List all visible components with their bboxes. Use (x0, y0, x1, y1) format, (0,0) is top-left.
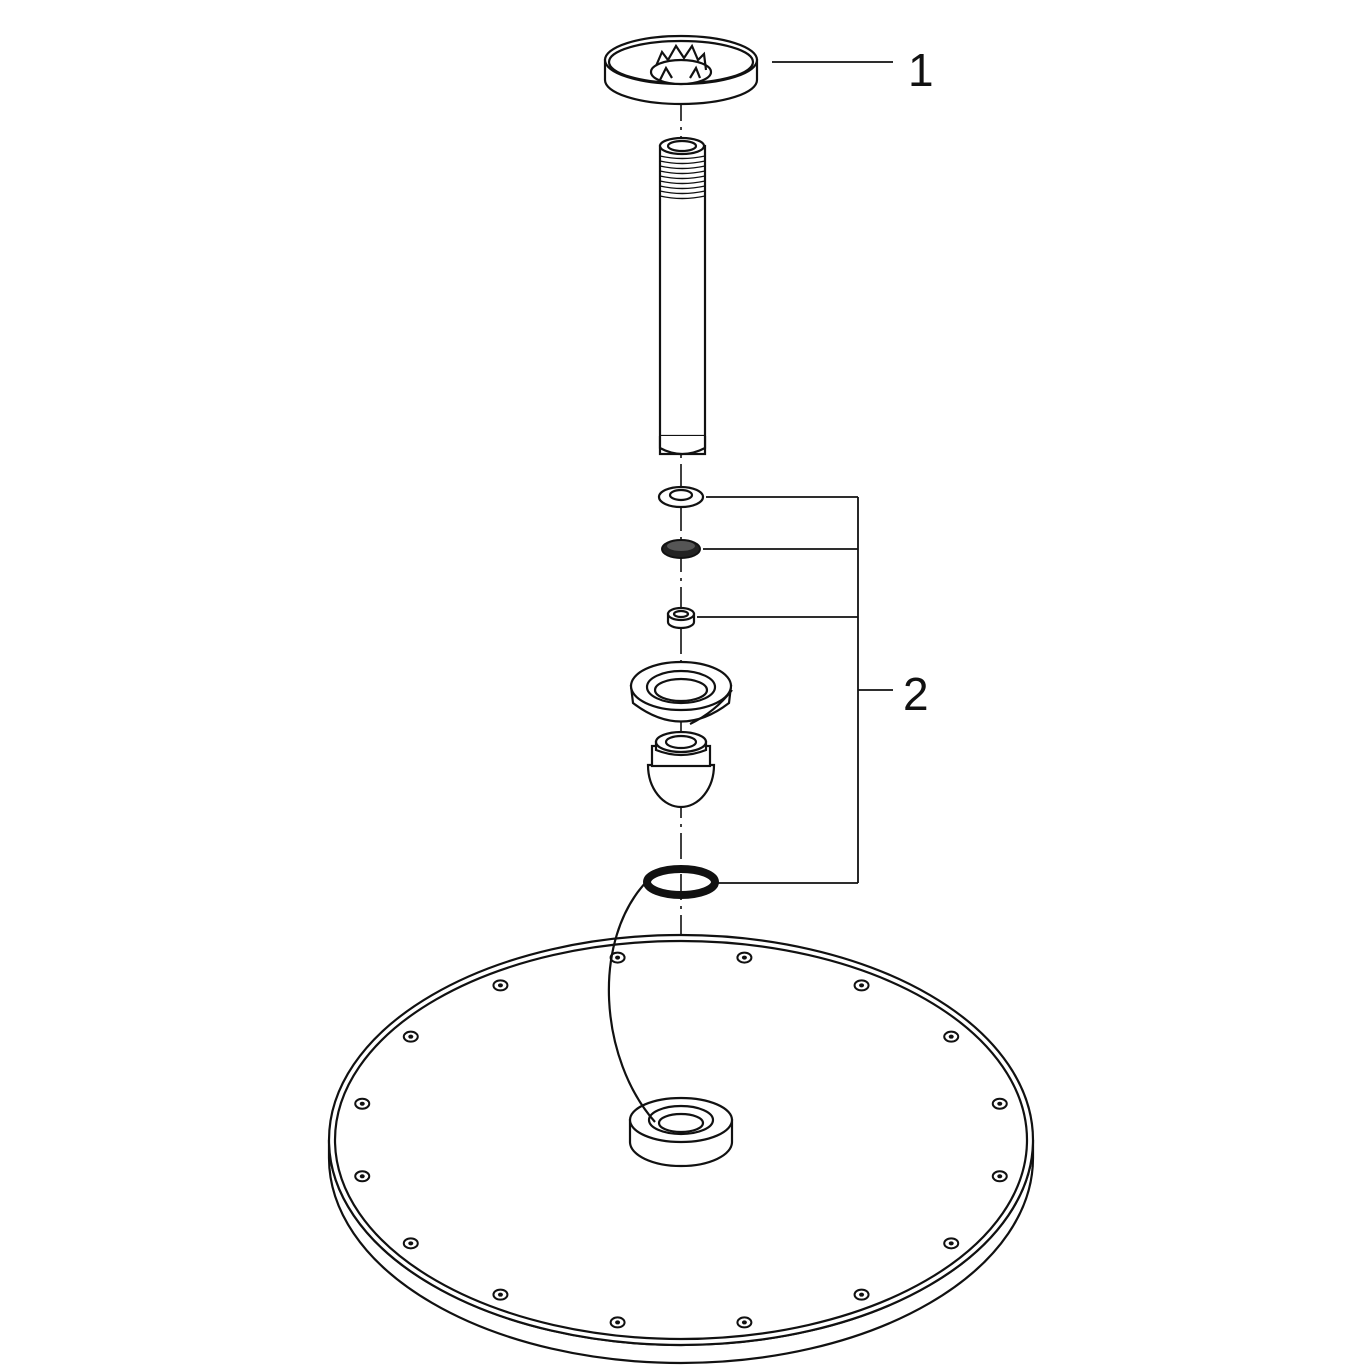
pipe-thread (659, 160, 706, 165)
wall-flange (603, 34, 759, 106)
screw-head (359, 1101, 365, 1106)
screw-head (408, 1241, 414, 1246)
screw-head (741, 1320, 747, 1325)
pipe-thread (659, 155, 706, 160)
o-ring (643, 865, 719, 899)
seal-black (661, 539, 701, 559)
screw-head (859, 983, 865, 988)
disc-hub (628, 1096, 734, 1168)
screw-head (859, 1292, 865, 1297)
pipe-thread (659, 185, 706, 190)
washer (657, 485, 705, 509)
screw-head (741, 955, 747, 960)
small-ring (666, 606, 696, 630)
screw-head (997, 1101, 1003, 1106)
pipe-thread (659, 165, 706, 170)
pipe-thread (659, 170, 706, 175)
screw-head (359, 1174, 365, 1179)
shower-head-disc (327, 933, 1035, 1365)
assembly-curve (607, 879, 656, 1123)
callout-2: 2 (903, 668, 929, 720)
shower-arm-pipe (658, 136, 707, 456)
pipe-thread (659, 180, 706, 185)
screw-head (997, 1174, 1003, 1179)
screw-head (948, 1034, 954, 1039)
screw-head (497, 983, 503, 988)
screw-head (497, 1292, 503, 1297)
callout-1: 1 (908, 44, 934, 96)
ball-joint (646, 730, 716, 809)
screw-holes (354, 951, 1008, 1329)
swivel-nut (629, 660, 733, 725)
leader-lines (697, 61, 893, 884)
screw-head (948, 1241, 954, 1246)
pipe-thread (659, 190, 706, 195)
screw-head (615, 955, 621, 960)
pipe-thread (659, 195, 706, 200)
screw-head (408, 1034, 414, 1039)
screw-head (615, 1320, 621, 1325)
pipe-thread (659, 175, 706, 180)
